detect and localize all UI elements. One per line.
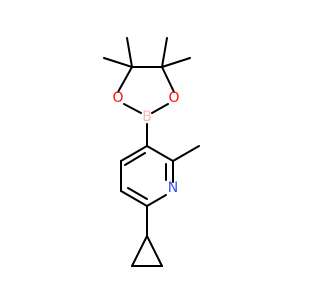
bond-cp-b [146,235,163,267]
bond-c5-c6 [120,190,148,207]
atom-o1: O [112,90,123,106]
bond-c2-me-b [161,57,191,68]
bond-c2-o2 [161,66,175,93]
structure-diagram: O O B N [103,37,200,267]
bond-c1-me-b [126,37,133,68]
bond-o1-b [123,103,142,114]
atom-o2: O [168,90,179,106]
bond-cp-a [131,235,148,267]
bond-c2r-c3 [146,145,174,162]
bond-o1-c1 [117,66,133,93]
bond-c2r-methyl [172,145,200,162]
bond-c1-me-a [103,57,133,68]
atom-labels: O O B N [112,90,179,196]
bond-c3-c4 [120,145,148,162]
bond-c5-c6-double [127,187,148,200]
bond-c2-me-a [161,37,168,68]
bond-o2-b [151,103,169,114]
bond-c3-c4-double [124,152,146,166]
molecule-canvas: O O B N [103,37,200,267]
bonds [103,37,200,267]
atom-n: N [168,180,178,196]
atom-b: B [142,109,152,125]
bond-c6-n [146,194,167,207]
